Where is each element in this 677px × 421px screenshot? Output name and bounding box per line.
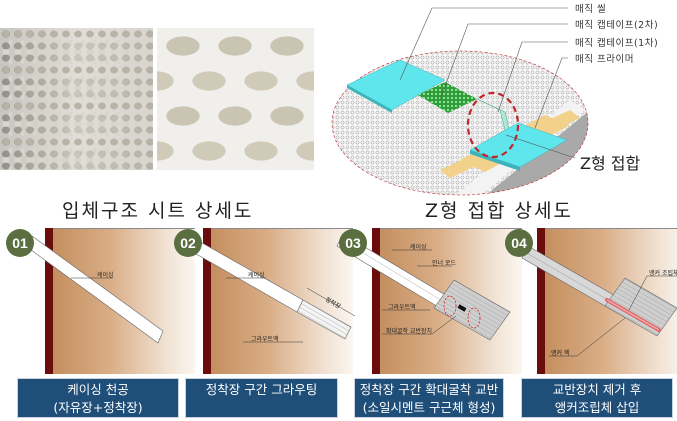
label-grout: 그라우트액 bbox=[251, 336, 279, 343]
step-2-badge: 02 bbox=[174, 229, 202, 257]
z-joint-diagram: 매직 씰 매직 캡테이프(2차) 매직 캡테이프(1차) 매직 프라이머 Z형 … bbox=[330, 0, 677, 196]
step-4-caption-line2: 앵커조립체 삽입 bbox=[554, 400, 640, 415]
step-3-panel: 케이싱 인너 로드 그라우트액 확대굴착 교반장치 bbox=[336, 228, 522, 374]
step-2-caption: 정착장 구간 그라우팅 bbox=[185, 378, 338, 418]
heading-z-joint-detail: Z형 접합 상세도 bbox=[425, 200, 573, 222]
label-magic-seal: 매직 씰 bbox=[575, 4, 607, 15]
step-2-caption-line1: 정착장 구간 그라우팅 bbox=[205, 382, 318, 397]
step-4-badge: 04 bbox=[505, 229, 533, 257]
label-anchor-assembly: 앵커 조립체 bbox=[649, 270, 677, 277]
z-joint-illustration bbox=[331, 7, 589, 196]
step-1-caption: 케이싱 천공 (자유장+정착장) bbox=[17, 378, 179, 418]
step-1-badge: 01 bbox=[6, 229, 34, 257]
step-4-caption-line1: 교반장치 제거 후 bbox=[552, 382, 642, 397]
label-anchor-head: 앵커 헥 bbox=[551, 350, 570, 357]
label-inner-rod: 인너 로드 bbox=[432, 260, 456, 267]
retaining-wall bbox=[372, 228, 380, 374]
retaining-wall bbox=[203, 228, 211, 374]
label-magic-primer: 매직 프라이머 bbox=[575, 54, 634, 65]
label-grout: 그라우트액 bbox=[388, 304, 416, 311]
honeycomb-sheet-photo bbox=[0, 28, 153, 170]
label-casing: 케이싱 bbox=[97, 272, 114, 279]
label-expansion-mixer: 확대굴착 교반장치 bbox=[386, 328, 433, 335]
step-3-badge: 03 bbox=[339, 229, 367, 257]
label-cap-tape-1: 매직 캡테이프(1차) bbox=[575, 38, 659, 49]
z-joint-label: Z형 접합 bbox=[580, 154, 641, 173]
label-cap-tape-2: 매직 캡테이프(2차) bbox=[575, 20, 659, 31]
retaining-wall bbox=[45, 228, 53, 374]
step-3-caption-line1: 정착장 구간 확대굴착 교반 bbox=[359, 382, 499, 397]
honeycomb-sheet-macro-photo bbox=[157, 28, 314, 170]
step-3-caption-line2: (소일시멘트 구근체 형성) bbox=[362, 400, 496, 415]
soil bbox=[53, 228, 195, 374]
step-4-caption: 교반장치 제거 후 앵커조립체 삽입 bbox=[521, 378, 673, 418]
step-1-panel: 케이싱 bbox=[26, 228, 195, 374]
step-1-caption-line2: (자유장+정착장) bbox=[53, 400, 143, 415]
retaining-wall bbox=[537, 228, 545, 374]
heading-sheet-detail: 입체구조 시트 상세도 bbox=[62, 200, 254, 222]
label-casing: 케이싱 bbox=[410, 244, 427, 251]
step-2-panel: 케이싱 정착장 그라우트액 bbox=[190, 228, 356, 374]
step-1-caption-line1: 케이싱 천공 bbox=[67, 382, 129, 397]
step-4-panel: 앵커 조립체 앵커 헥 bbox=[521, 228, 677, 374]
step-3-caption: 정착장 구간 확대굴착 교반 (소일시멘트 구근체 형성) bbox=[354, 378, 504, 418]
label-casing: 케이싱 bbox=[248, 272, 265, 279]
